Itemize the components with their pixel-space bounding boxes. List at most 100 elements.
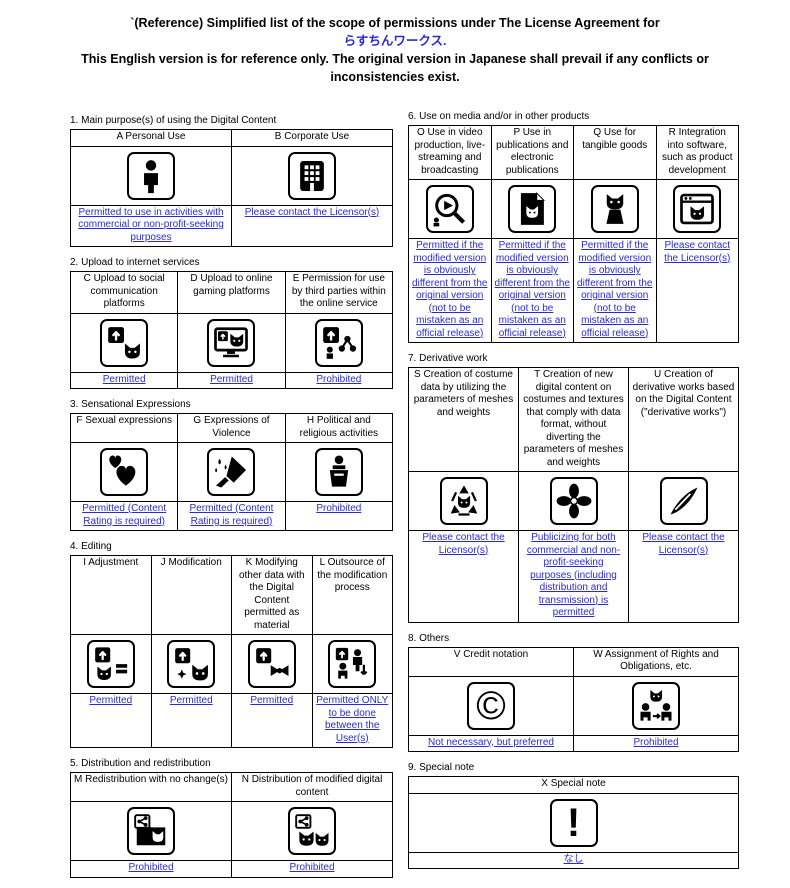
right-column: 6. Use on media and/or in other products…: [408, 111, 739, 879]
adjustment-icon: [86, 640, 135, 688]
title-line-1: `(Reference) Simplified list of the scop…: [130, 16, 660, 30]
section-main-purpose-title: 1. Main purpose(s) of using the Digital …: [70, 115, 277, 126]
cell-v-result: Not necessary, but preferred: [408, 734, 574, 752]
cell-u-header: U Creation of derivative works based on …: [628, 367, 739, 472]
cell-j-result: Permitted: [150, 693, 232, 748]
knife-icon: [207, 448, 256, 496]
cell-n-icon-cell: [231, 801, 393, 861]
cell-j-header: J Modification: [150, 555, 232, 635]
section-media-table: O Use in video production, live-streamin…: [408, 125, 739, 343]
cell-w-result: Prohibited: [573, 734, 739, 752]
cell-v-icon-cell: ©: [408, 675, 574, 736]
new-content-icon: [549, 477, 598, 525]
title-line-2-japanese: らすちんワークス.: [343, 34, 447, 49]
copyright-icon: ©: [467, 681, 515, 730]
cell-x-icon-cell: !: [408, 792, 739, 853]
podium-icon: [314, 448, 363, 496]
section-distribution-title: 5. Distribution and redistribution: [70, 758, 211, 769]
software-icon: [673, 185, 722, 233]
cell-l-header: L Outsource of the modification process: [311, 555, 393, 635]
cell-f-icon-cell: [69, 442, 179, 502]
publication-icon: [508, 185, 557, 233]
cell-q-header: Q Use for tangible goods: [573, 125, 657, 180]
cell-e-icon-cell: [284, 312, 394, 373]
cell-o-result: Permitted if the modified version is obv…: [408, 238, 492, 343]
tangible-goods-icon: [590, 185, 639, 233]
pen-nib-icon: [659, 477, 708, 525]
section-upload: 2. Upload to internet services C Upload …: [69, 257, 394, 389]
section-special-note: 9. Special note X Special note ! なし: [408, 762, 739, 869]
cell-b-header: B Corporate Use: [231, 129, 393, 147]
cell-n-header: N Distribution of modified digital conte…: [231, 772, 393, 802]
cell-r-header: R Integration into software, such as pro…: [655, 125, 739, 180]
cell-x-header: X Special note: [408, 776, 739, 794]
cell-k-icon-cell: [231, 634, 313, 694]
cell-g-result: Permitted (Content Rating is required): [177, 501, 286, 531]
cell-p-header: P Use in publications and electronic pub…: [490, 125, 574, 180]
cell-m-icon-cell: [70, 801, 232, 861]
cell-c-result: Permitted: [69, 371, 179, 389]
cell-e-result: Prohibited: [284, 371, 394, 389]
cell-m-header: M Redistribution with no change(s): [70, 772, 232, 802]
distribute-modified-icon: [288, 807, 336, 855]
cell-c-header: C Upload to social communication platfor…: [69, 271, 179, 314]
cell-o-header: O Use in video production, live-streamin…: [408, 125, 492, 180]
cell-t-icon-cell: [518, 471, 629, 531]
section-sensational-table: F Sexual expressions G Expressions of Vi…: [69, 413, 394, 531]
section-others-title: 8. Others: [408, 632, 450, 644]
cell-f-result: Permitted (Content Rating is required): [69, 501, 179, 531]
section-editing-title: 4. Editing: [70, 541, 112, 552]
section-derivative-table: S Creation of costume data by utilizing …: [408, 367, 739, 623]
section-distribution: 5. Distribution and redistribution M Red…: [70, 758, 393, 878]
left-column: 1. Main purpose(s) of using the Digital …: [69, 115, 394, 888]
cell-q-result: Permitted if the modified version is obv…: [573, 238, 657, 343]
third-party-use-icon: [314, 318, 363, 367]
section-sensational: 3. Sensational Expressions F Sexual expr…: [69, 399, 394, 531]
cell-l-icon-cell: [311, 634, 393, 694]
hearts-icon: [100, 448, 149, 496]
video-production-icon: [425, 185, 474, 233]
section-upload-title: 2. Upload to internet services: [70, 257, 200, 268]
cell-f-header: F Sexual expressions: [69, 413, 179, 443]
cell-q-icon-cell: [573, 179, 657, 239]
outsource-icon: [328, 640, 377, 688]
cell-i-result: Permitted: [70, 693, 152, 748]
cell-h-icon-cell: [284, 442, 394, 502]
section-special-note-title: 9. Special note: [408, 762, 475, 773]
person-icon: [127, 151, 175, 200]
cell-i-header: I Adjustment: [70, 555, 152, 635]
cell-a-result: Permitted to use in activities with comm…: [70, 204, 232, 247]
section-others-table: V Credit notation W Assignment of Rights…: [408, 646, 739, 753]
title-line-3: This English version is for reference on…: [81, 52, 709, 85]
cell-l-result: Permitted ONLY to be done between the Us…: [311, 693, 393, 748]
section-special-note-table: X Special note ! なし: [408, 776, 739, 869]
exclamation-icon: !: [549, 798, 598, 847]
cell-s-result: Please contact the Licensor(s): [408, 530, 519, 623]
upload-social-icon: [100, 318, 149, 367]
cell-v-header: V Credit notation: [408, 646, 574, 677]
redistribute-icon: [127, 807, 175, 855]
cell-r-icon-cell: [655, 179, 739, 239]
cell-m-result: Prohibited: [70, 860, 232, 878]
upload-gaming-icon: [207, 318, 256, 367]
section-others: 8. Others V Credit notation W Assignment…: [408, 633, 739, 753]
building-icon: [288, 151, 336, 200]
cell-g-icon-cell: [177, 442, 286, 502]
costume-data-icon: [439, 477, 488, 525]
cell-w-header: W Assignment of Rights and Obligations, …: [573, 646, 739, 677]
cell-t-header: T Creation of new digital content on cos…: [518, 367, 629, 472]
cell-j-icon-cell: [150, 634, 232, 694]
section-derivative-title: 7. Derivative work: [408, 353, 488, 364]
cell-r-result: Please contact the Licensor(s): [655, 238, 739, 343]
cell-d-icon-cell: [177, 312, 286, 373]
cell-i-icon-cell: [70, 634, 152, 694]
cell-d-header: D Upload to online gaming platforms: [177, 271, 286, 314]
section-media: 6. Use on media and/or in other products…: [408, 111, 739, 343]
cell-k-header: K Modifying other data with the Digital …: [231, 555, 313, 635]
section-derivative: 7. Derivative work S Creation of costume…: [408, 353, 739, 623]
section-upload-table: C Upload to social communication platfor…: [69, 271, 394, 389]
cell-b-icon-cell: [231, 145, 393, 206]
cell-n-result: Prohibited: [231, 860, 393, 878]
cell-x-result: なし: [408, 851, 739, 869]
cell-u-icon-cell: [628, 471, 739, 531]
